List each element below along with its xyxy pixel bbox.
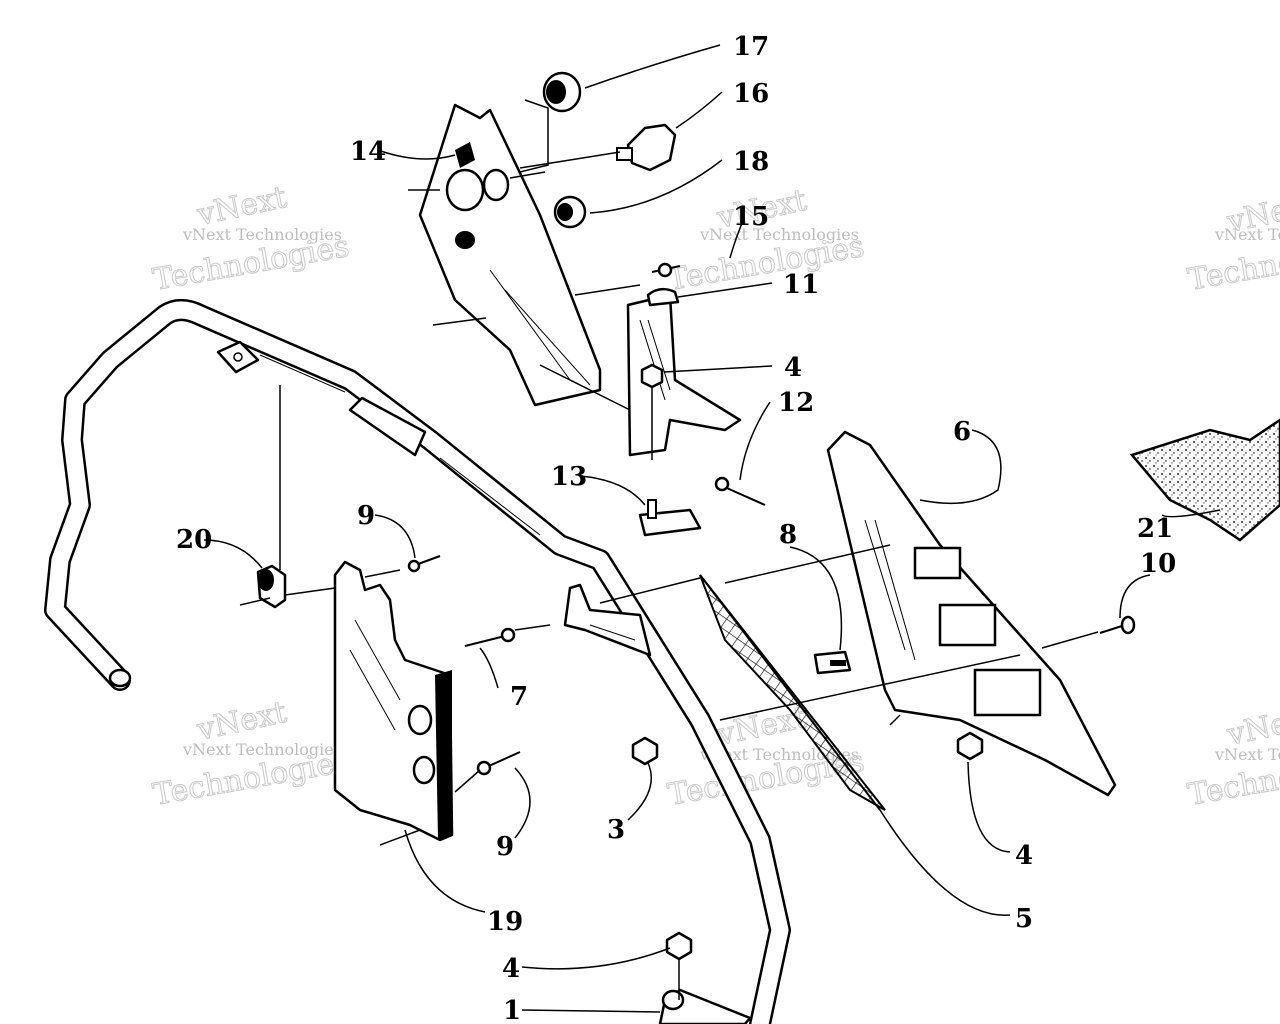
callout-6: 6	[953, 417, 971, 447]
callout-20: 20	[176, 525, 212, 555]
callout-7: 7	[510, 682, 528, 712]
callout-21: 21	[1137, 514, 1173, 544]
callout-9b: 9	[496, 832, 514, 862]
hardware	[256, 71, 1136, 961]
callout-5: 5	[1015, 904, 1033, 934]
callout-3: 3	[607, 815, 625, 845]
triangular-panel	[826, 430, 1117, 797]
svg-text:vNext Technologies: vNext Technologies	[182, 225, 342, 244]
svg-text:vNext Technologies: vNext Technologies	[1214, 745, 1280, 764]
pad	[1129, 418, 1280, 542]
upper-mount-plate	[418, 103, 602, 407]
bottom-bracket	[658, 988, 752, 1024]
leader-lines	[203, 44, 1221, 1013]
callout-8: 8	[779, 520, 797, 550]
callout-10: 10	[1140, 549, 1176, 579]
callouts: 17 16 18 15 11 4 12 13 14 20 9 7 9 3 19 …	[176, 32, 1176, 1024]
callout-11: 11	[783, 270, 819, 300]
callout-15: 15	[733, 202, 769, 232]
svg-text:vNext Technologies: vNext Technologies	[182, 740, 342, 759]
watermark-right-top: vNext vNext Technologies Technologies	[1185, 186, 1280, 298]
svg-text:vNext Technologies: vNext Technologies	[1214, 225, 1280, 244]
callout-18: 18	[733, 147, 769, 177]
part-8-bracket	[813, 650, 852, 675]
callout-1: 1	[503, 996, 521, 1024]
watermark-left-bottom: vNext vNext Technologies Technologies	[150, 694, 353, 813]
callout-12: 12	[778, 388, 814, 418]
side-panel	[333, 560, 454, 842]
callout-14: 14	[350, 137, 386, 167]
callout-17: 17	[733, 32, 769, 62]
watermark-left-top: vNext vNext Technologies Technologies	[150, 179, 353, 298]
callout-9a: 9	[357, 501, 375, 531]
watermark-center-top: vNext vNext Technologies Technologies	[665, 182, 868, 298]
callout-4c: 4	[502, 954, 520, 984]
callout-4a: 4	[784, 353, 802, 383]
angle-bracket	[626, 287, 742, 457]
watermark-right-bottom: vNext vNext Technologies Technologies	[1185, 699, 1280, 813]
small-bracket	[638, 499, 702, 537]
callout-4b: 4	[1015, 841, 1033, 871]
callout-16: 16	[733, 79, 769, 109]
mounting-tab	[563, 583, 652, 657]
callout-13: 13	[551, 462, 587, 492]
callout-19: 19	[487, 907, 523, 937]
mesh-grille	[699, 574, 886, 811]
